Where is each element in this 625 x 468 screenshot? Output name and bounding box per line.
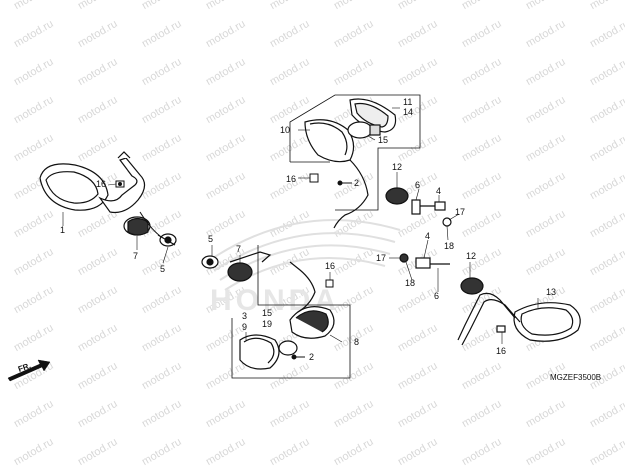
callout-9: 9 (242, 322, 248, 332)
callout-17: 17 (376, 253, 387, 263)
front-direction-arrow (7, 359, 51, 382)
callout-18: 18 (444, 241, 455, 251)
callout-5: 5 (208, 234, 214, 244)
callout-4: 4 (425, 231, 431, 241)
callout-15: 15 (378, 135, 389, 145)
left-turn-signal (123, 216, 177, 247)
callout-16: 16 (96, 179, 107, 189)
lower-left-signal (201, 251, 272, 282)
upper-rear-lamp (304, 98, 397, 163)
callout-17: 17 (455, 207, 466, 217)
callout-12: 12 (392, 162, 403, 172)
lower-screws (291, 279, 334, 360)
callout-15: 15 (262, 308, 273, 318)
callout-12: 12 (466, 251, 477, 261)
callout-18: 18 (405, 278, 416, 288)
callout-1: 1 (60, 225, 66, 235)
leader-lines (62, 107, 539, 344)
right-upper-socket (385, 187, 452, 227)
callout-5: 5 (160, 264, 166, 274)
upper-rear-lamp-group (289, 94, 421, 211)
diagram-code: MGZEF3500B (550, 373, 602, 382)
callout-6: 6 (434, 291, 440, 301)
callout-10: 10 (280, 125, 291, 135)
left-mirror-bolt (115, 180, 125, 188)
callout-8: 8 (354, 337, 360, 347)
callout-6: 6 (415, 180, 421, 190)
callout-4: 4 (436, 186, 442, 196)
right-mirror (457, 292, 581, 346)
callout-16: 16 (286, 174, 297, 184)
left-wire (139, 211, 161, 237)
callout-19: 19 (262, 319, 273, 329)
callout-16: 16 (496, 346, 507, 356)
callout-13: 13 (546, 287, 557, 297)
callout-7: 7 (236, 244, 242, 254)
callout-2: 2 (354, 178, 360, 188)
lower-wire (289, 261, 316, 313)
callout-3: 3 (242, 311, 248, 321)
callout-16: 16 (325, 261, 336, 271)
lower-rear-lamp (239, 306, 335, 370)
upper-screws (309, 173, 352, 186)
upper-wire (333, 159, 369, 229)
callout-11: 11 (403, 97, 413, 107)
callout-2: 2 (309, 352, 315, 362)
callout-14: 14 (403, 107, 414, 117)
lower-rear-lamp-group (231, 245, 351, 379)
callout-7: 7 (133, 251, 139, 261)
right-lower-socket (399, 253, 484, 295)
left-mirror (39, 151, 146, 214)
